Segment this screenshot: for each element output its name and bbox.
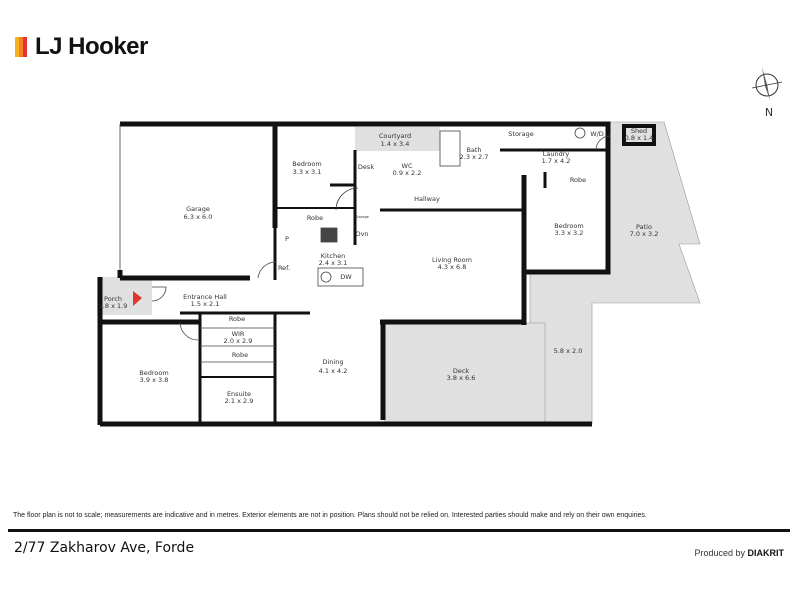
walls bbox=[97, 121, 656, 427]
room-name: Garage bbox=[186, 205, 210, 213]
compass-north-label: N bbox=[765, 106, 773, 119]
room-dims: 0.8 x 1.4 bbox=[625, 134, 654, 142]
logo-text: LJ Hooker bbox=[35, 33, 148, 60]
room-name: WC bbox=[402, 162, 413, 170]
room-storage: Storage bbox=[355, 215, 369, 219]
room-robe: Robe bbox=[232, 351, 248, 359]
room-name: Porch bbox=[104, 295, 122, 303]
deck-area bbox=[384, 322, 546, 423]
room-robe: Robe bbox=[307, 214, 323, 222]
disclaimer: The floor plan is not to scale; measurem… bbox=[13, 512, 647, 519]
room-dims: 4.1 x 4.2 bbox=[319, 367, 348, 375]
room-name: Bath bbox=[466, 146, 481, 154]
washer-dryer-label: W/D bbox=[590, 130, 604, 138]
room-hallway: Hallway bbox=[414, 195, 440, 203]
room-name: Deck bbox=[453, 367, 470, 375]
room-deck-side-dims: 5.8 x 2.0 bbox=[554, 347, 583, 355]
room-storage: Storage bbox=[508, 130, 533, 138]
room-dims: 2.3 x 2.7 bbox=[460, 153, 489, 161]
room-dims: 1.8 x 1.9 bbox=[99, 302, 128, 310]
room-dims: 6.3 x 6.0 bbox=[184, 213, 213, 221]
room-dims: 3.8 x 6.6 bbox=[447, 374, 476, 382]
room-dims: 3.3 x 3.2 bbox=[555, 229, 584, 237]
room-dims: 0.9 x 2.2 bbox=[393, 169, 422, 177]
room-name: Courtyard bbox=[379, 132, 411, 140]
producer-name: DIAKRIT bbox=[747, 548, 785, 558]
room-dims: 3.9 x 3.8 bbox=[140, 376, 169, 384]
producer-credit: Produced by DIAKRIT bbox=[694, 548, 784, 558]
room-name: Shed bbox=[631, 127, 647, 135]
room-name: Patio bbox=[636, 223, 652, 231]
room-robe: Robe bbox=[570, 176, 586, 184]
divider bbox=[8, 529, 790, 532]
logo-mark-icon bbox=[15, 37, 27, 57]
room-name: Laundry bbox=[543, 150, 570, 158]
dishwasher-label: DW bbox=[340, 273, 352, 281]
oven-label: Ovn bbox=[355, 230, 368, 238]
room-dims: 7.0 x 3.2 bbox=[630, 230, 659, 238]
room-dims: 2.4 x 3.1 bbox=[319, 259, 348, 267]
room-name: Bedroom bbox=[554, 222, 583, 230]
fixtures bbox=[119, 124, 611, 363]
porch-area bbox=[97, 277, 152, 315]
room-name: Bedroom bbox=[139, 369, 168, 377]
room-name: WIR bbox=[232, 330, 245, 338]
room-name: Dining bbox=[323, 358, 344, 366]
room-name: Ensuite bbox=[227, 390, 251, 398]
room-dims: 1.5 x 2.1 bbox=[191, 300, 220, 308]
room-name: Entrance Hall bbox=[183, 293, 227, 301]
room-dims: 1.4 x 3.4 bbox=[381, 140, 410, 148]
courtyard-area bbox=[355, 127, 440, 151]
produced-by-label: Produced by bbox=[694, 548, 745, 558]
room-dims: 4.3 x 6.8 bbox=[438, 263, 467, 271]
room-dims: 2.0 x 2.9 bbox=[224, 337, 253, 345]
pantry-label: P bbox=[285, 235, 289, 243]
compass-icon: N bbox=[751, 67, 783, 119]
room-dims: 3.3 x 3.1 bbox=[293, 168, 322, 176]
room-wc: WC0.9 x 2.2 bbox=[393, 162, 422, 177]
room-name: Kitchen bbox=[321, 252, 345, 260]
room-dims: 2.1 x 2.9 bbox=[225, 397, 254, 405]
room-desk: Desk bbox=[358, 163, 374, 171]
fridge-label: Ref. bbox=[278, 264, 290, 272]
entry-marker-icon bbox=[133, 291, 142, 306]
lj-hooker-logo: LJ Hooker bbox=[15, 33, 148, 61]
room-name: Bedroom bbox=[292, 160, 321, 168]
property-address: 2/77 Zakharov Ave, Forde bbox=[14, 540, 195, 556]
room-dims: 1.7 x 4.2 bbox=[542, 157, 571, 165]
room-robe: Robe bbox=[229, 315, 245, 323]
room-name: Living Room bbox=[432, 256, 472, 264]
